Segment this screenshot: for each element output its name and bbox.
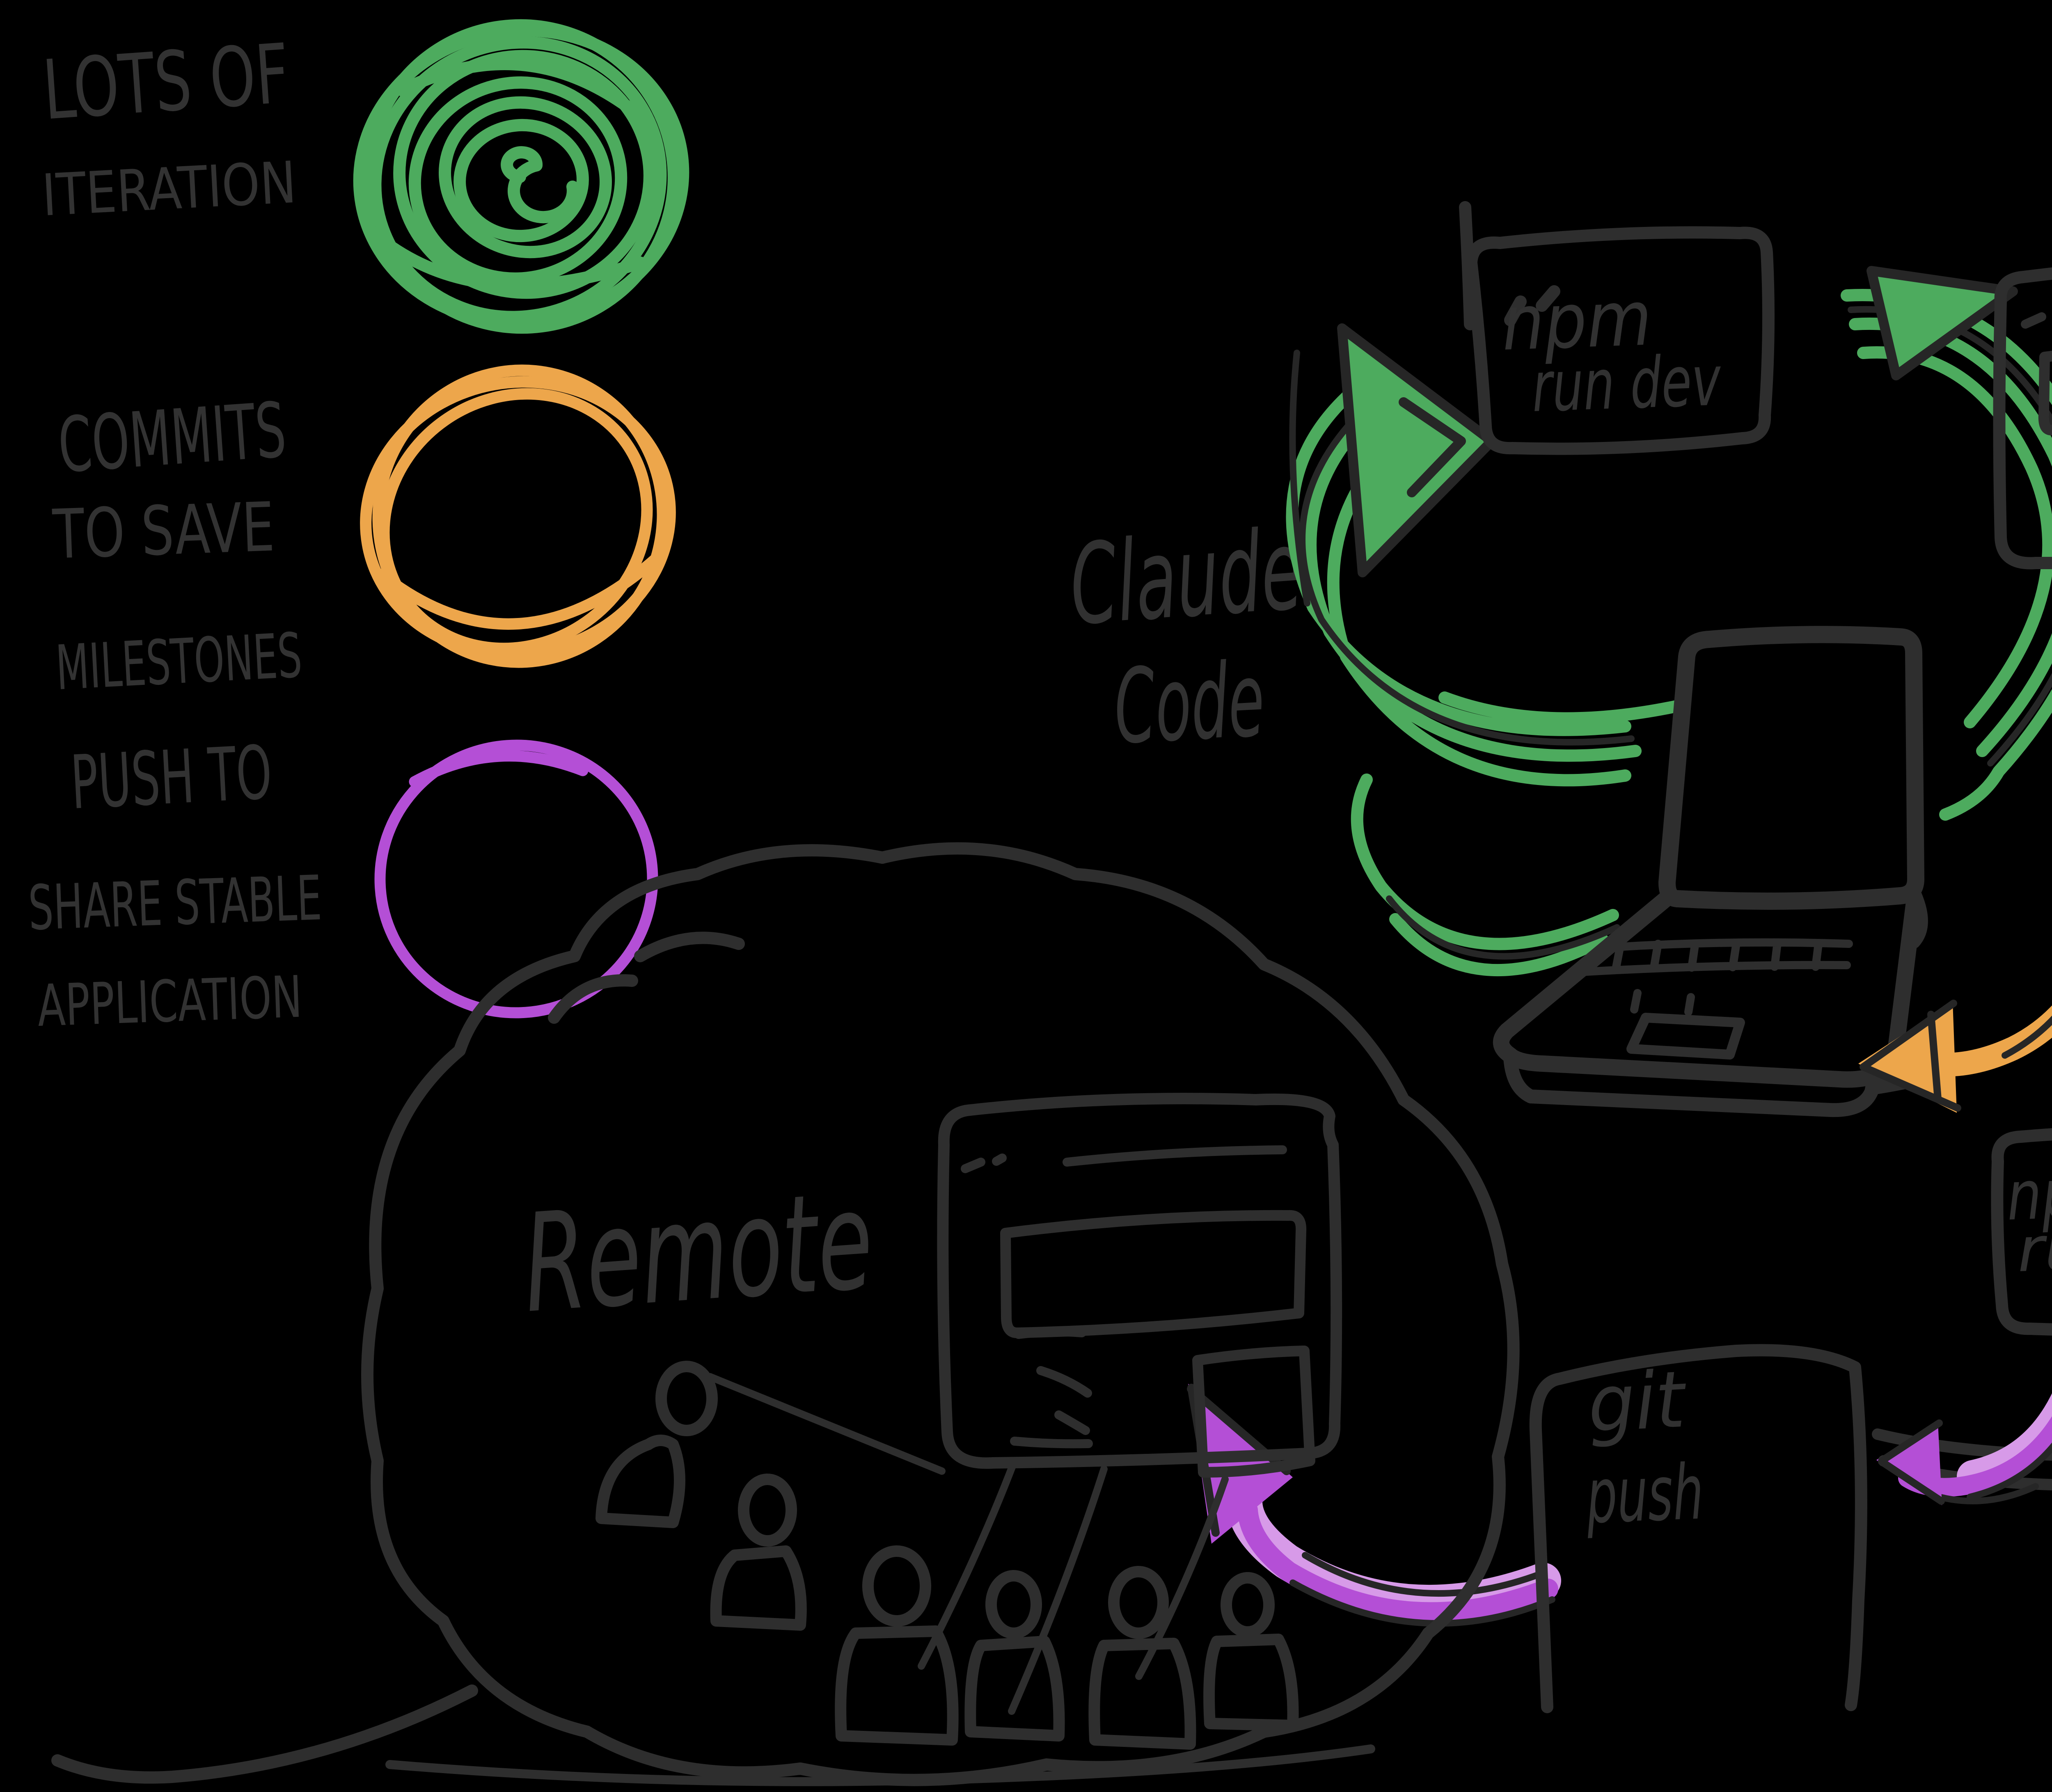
iteration-arrowhead-right-icon (1866, 266, 2018, 380)
legend-commits-line2: TO SAVE (51, 487, 276, 574)
remote-label: Remote (519, 1161, 878, 1343)
legend-push-line2: SHARE STABLE (27, 863, 323, 944)
npm-run-dev-line1: npm (1500, 274, 1653, 368)
browser-toolbar (2021, 312, 2046, 329)
person-3 (835, 1545, 959, 1746)
git-push-node: git push (1529, 1344, 1867, 1713)
npm-run-build-line1: npm (2006, 1153, 2052, 1236)
git-push-box (1529, 1344, 1867, 1713)
npm-run-dev-line2: run dev (1531, 340, 1723, 428)
legend-iteration-line1: LOTS OF (40, 26, 292, 139)
laptop-keyboard-keys (1582, 938, 1853, 1016)
laptop-trackpad (1626, 1013, 1745, 1060)
npm-run-build-box (1991, 1128, 2052, 1336)
remote-browser-hero-block (1000, 1210, 1307, 1338)
legend-commits-line1: COMMITS (55, 386, 289, 490)
iteration-arrowhead-left-icon (1337, 323, 1497, 577)
green-scribble-circle-icon (353, 19, 689, 334)
claude-code-line1: Claude (1066, 505, 1306, 650)
npm-run-dev-node: npm run dev (1459, 201, 1775, 455)
git-push-line2: push (1585, 1448, 1705, 1540)
legend-push-line3: APPLICATION (36, 964, 303, 1040)
iteration-arc-left-outline (1289, 350, 1635, 960)
person-4 (964, 1570, 1065, 1742)
remote-browser-side-block (1192, 1346, 1315, 1478)
remote-browser-toolbar (961, 1145, 1287, 1173)
purple-circle-icon (374, 739, 658, 1018)
legend-commits: COMMITS TO SAVE MILESTONES (51, 364, 676, 704)
laptop-screen (1658, 626, 1928, 949)
person-2 (710, 1473, 807, 1631)
legend-commits-line3: MILESTONES (54, 620, 304, 704)
claude-code-label: Claude Code (1066, 505, 1306, 767)
push-arrow-from-build (1876, 1393, 2052, 1505)
iteration-loop-arrows (1286, 266, 2052, 977)
local-browser-window (1993, 267, 2052, 570)
legend-push-line1: PUSH TO (69, 730, 274, 826)
claude-code-line2: Code (1111, 640, 1267, 767)
iteration-arrowhead-left-detail (1399, 397, 1466, 497)
npm-run-build-node: npm run . build (1991, 1128, 2052, 1336)
cloud-outline (51, 842, 1520, 1786)
remote-people (595, 1360, 1299, 1750)
orange-circle-icon (360, 364, 676, 668)
iteration-arc-right (1841, 289, 2052, 821)
remote-browser-window (937, 1093, 1342, 1478)
person-5 (1088, 1565, 1196, 1750)
remote-browser-frame (937, 1093, 1342, 1469)
remote-cloud: Remote (51, 842, 1520, 1786)
browser-frame (1993, 267, 2052, 570)
npm-run-build-line2: run . (2016, 1209, 2052, 1286)
cloud-ground-line (385, 1744, 1375, 1786)
person-presenter (595, 1360, 718, 1528)
push-arrow-head-icon (1876, 1422, 1942, 1505)
npm-run-dev-box (1459, 201, 1775, 455)
remote-browser-text-lines (1010, 1327, 1093, 1449)
git-push-line1: git (1586, 1354, 1689, 1450)
commit-arrow-back-to-laptop (1858, 1000, 2052, 1113)
legend-iteration: LOTS OF ITERATION (40, 19, 689, 334)
legend-iteration-line2: ITERATION (40, 149, 298, 229)
broadcast-beams (706, 1373, 1229, 1715)
legend-push: PUSH TO SHARE STABLE APPLICATION (27, 730, 658, 1040)
person-6 (1203, 1572, 1299, 1731)
